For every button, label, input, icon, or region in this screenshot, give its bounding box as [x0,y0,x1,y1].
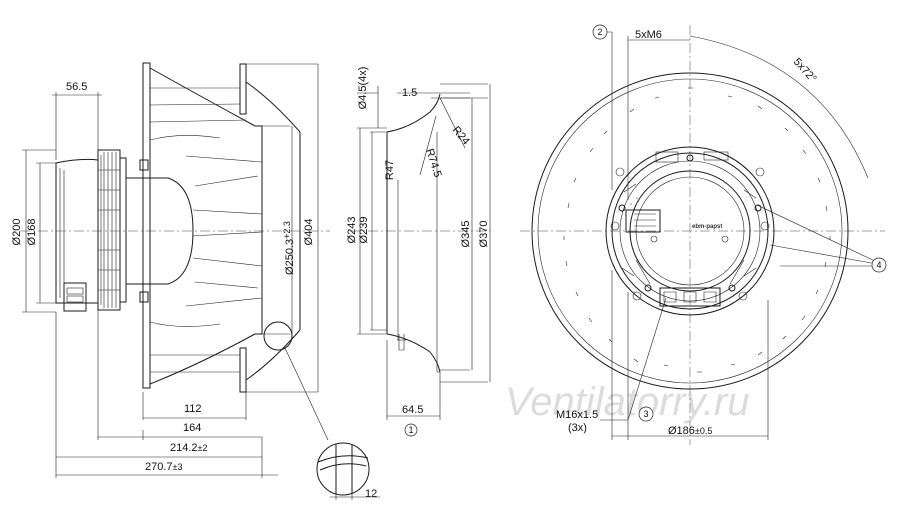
callout-bubble-4 [871,257,887,273]
section-dimensions [357,83,491,420]
front-view: ebm-papst 2 3 4 5xM6 5x72° [520,24,887,445]
dim-m16-qty: (3x) [568,422,587,434]
dim-64-5: 64.5 [402,404,423,416]
callout-4: 4 [876,260,881,270]
motor-hub [629,170,751,292]
side-view: Ø200 Ø168 56.5 Ø250.3+2.3 Ø404 112 164 2… [11,62,380,500]
callout-2: 2 [597,27,602,37]
callout-bubble-3 [638,406,654,422]
dim-5xm6: 5xM6 [635,29,662,41]
dim-hole: Ø4.5(4x) [357,67,369,110]
impeller-inner-ring [537,78,843,384]
detail-view [284,347,370,496]
dim-d370: Ø370 [478,221,490,248]
side-dimensions [22,63,380,500]
callout-3: 3 [643,409,648,419]
dim-d168: Ø168 [26,219,38,246]
dim-d239: Ø239 [358,217,370,244]
dim-12: 12 [365,488,377,500]
motor-front: ebm-papst [605,146,775,316]
callout-1: 1 [408,425,413,435]
motor-body [55,149,194,312]
dim-d243: Ø243 [346,217,358,244]
dim-d186: Ø186±0.5 [668,425,712,437]
mounting-holes [610,154,770,301]
dim-164: 164 [183,422,201,434]
dim-5x72: 5x72° [791,56,819,85]
detail-circle-small [263,321,293,351]
dim-m16: M16x1.5 [556,409,598,421]
callout-bubble-1 [404,423,418,437]
cable-gland-block [659,287,721,307]
blade-slots [563,87,831,373]
dim-d200: Ø200 [11,219,23,246]
dim-r24: R24 [450,124,472,147]
dim-d345: Ø345 [460,221,472,248]
callout-bubble-2 [592,24,608,40]
impeller-outer-circle [531,72,849,390]
brand-logo: ebm-papst [692,224,722,230]
dim-r74-5: R74.5 [423,147,443,179]
dim-214-2: 214.2±2 [170,442,207,454]
impeller-side [142,62,301,393]
dim-1-5: 1.5 [402,87,417,99]
dim-270-7: 270.7±3 [145,461,182,473]
front-dimensions [600,31,878,440]
dim-r47: R47 [384,160,396,180]
dim-112: 112 [184,403,202,415]
dim-d404: Ø404 [303,219,315,246]
motor-flange-outer [605,146,775,316]
dim-56-5: 56.5 [66,81,87,93]
section-view: Ø4.5(4x) 1.5 R24 R47 R74.5 Ø243 Ø239 Ø34… [346,67,491,437]
section-profile [386,93,441,373]
dim-d250: Ø250.3+2.3 [282,221,296,275]
watermark-text: Ventilatorry.ru [505,380,750,424]
